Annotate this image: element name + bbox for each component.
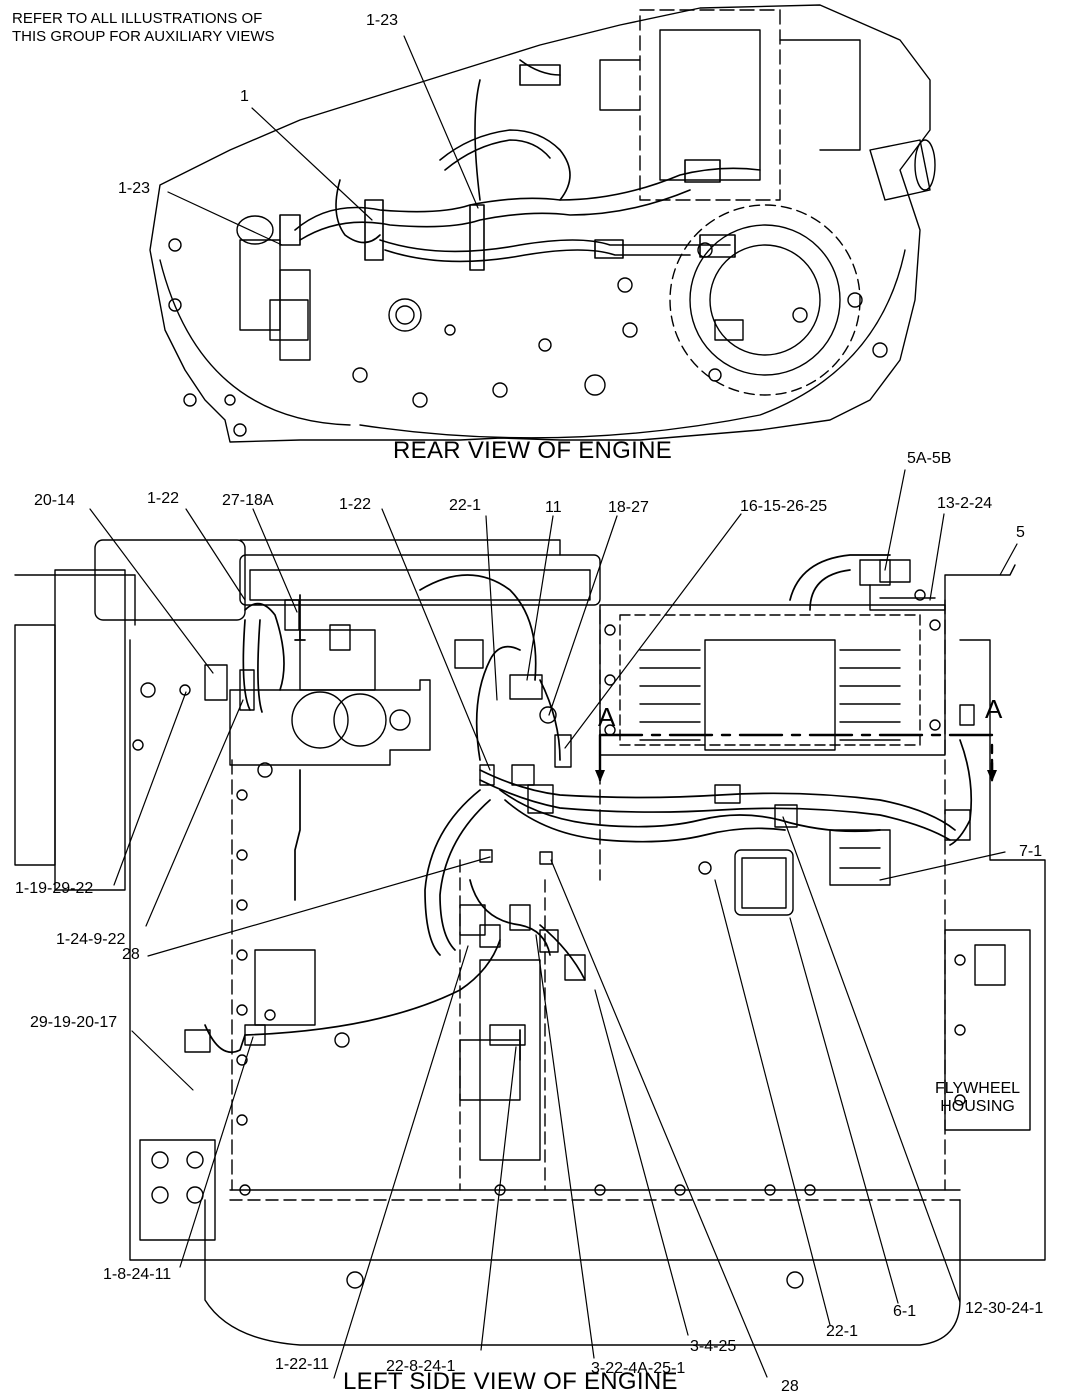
section-marker-a-left: A	[598, 702, 616, 732]
callout-27-18a: 27-18A	[222, 492, 274, 509]
rear-harness	[279, 59, 761, 271]
callout-6-1: 6-1	[893, 1303, 917, 1320]
note-line-1: REFER TO ALL ILLUSTRATIONS OF	[12, 10, 263, 27]
callout-3-4-25: 3-4-25	[690, 1338, 737, 1355]
flywheel-housing-label: FLYWHEEL HOUSING	[935, 1080, 1020, 1116]
ecm-connector	[734, 849, 794, 916]
callout-13-2-24: 13-2-24	[937, 495, 993, 512]
callout-11: 11	[545, 499, 562, 516]
section-arrow-right	[987, 770, 997, 782]
callout-1-24-9-22: 1-24-9-22	[56, 931, 126, 948]
note-line-2: THIS GROUP FOR AUXILIARY VIEWS	[12, 28, 275, 45]
callout-1-22-b: 1-22	[339, 496, 372, 513]
section-marker-a-right: A	[985, 694, 1003, 724]
callout-rear-1-23-left: 1-23	[118, 180, 151, 197]
flywheel-line-1: FLYWHEEL	[935, 1080, 1021, 1097]
section-arrow-left	[595, 770, 605, 782]
callout-7-1: 7-1	[1019, 843, 1043, 860]
callout-1-8-24-11: 1-8-24-11	[103, 1266, 172, 1283]
flywheel-line-2: HOUSING	[940, 1098, 1015, 1115]
callout-5: 5	[1016, 524, 1025, 541]
callout-28-bottom: 28	[781, 1378, 799, 1395]
callout-5a-5b: 5A-5B	[907, 450, 952, 467]
callout-20-14: 20-14	[34, 492, 75, 509]
left-view-engine-drawing	[14, 539, 1046, 1346]
side-bolts	[132, 589, 966, 1289]
side-harness	[204, 554, 973, 1061]
callout-rear-1: 1	[240, 88, 249, 105]
callout-22-8-24-1: 22-8-24-1	[386, 1358, 456, 1375]
section-line-a-a	[598, 733, 994, 782]
callout-rear-1-23-top: 1-23	[366, 12, 399, 29]
rear-view-title: REAR VIEW OF ENGINE	[393, 437, 673, 464]
callout-18-27: 18-27	[608, 499, 649, 516]
side-connectors	[184, 559, 975, 1053]
callout-1-22-a: 1-22	[147, 490, 180, 507]
rear-bolts	[168, 238, 888, 437]
rear-view-engine-drawing	[149, 4, 936, 443]
callout-16-15-26-25: 16-15-26-25	[740, 498, 828, 515]
leader-lines	[89, 35, 1018, 1379]
callout-29-19-20-17: 29-19-20-17	[30, 1014, 118, 1031]
cooler-fins	[639, 649, 901, 741]
callout-1-22-11: 1-22-11	[275, 1356, 329, 1373]
left-view-title: LEFT SIDE VIEW OF ENGINE	[343, 1368, 678, 1395]
auxiliary-views-note: REFER TO ALL ILLUSTRATIONS OF THIS GROUP…	[12, 10, 275, 46]
callout-28-left: 28	[122, 946, 140, 963]
callout-12-30-24-1: 12-30-24-1	[965, 1300, 1044, 1317]
callout-22-1-top: 22-1	[449, 497, 482, 514]
callout-22-1-bottom: 22-1	[826, 1323, 859, 1340]
callout-1-19-29-22: 1-19-29-22	[15, 880, 94, 897]
callout-3-22-4a-25-1: 3-22-4A-25-1	[591, 1360, 686, 1377]
